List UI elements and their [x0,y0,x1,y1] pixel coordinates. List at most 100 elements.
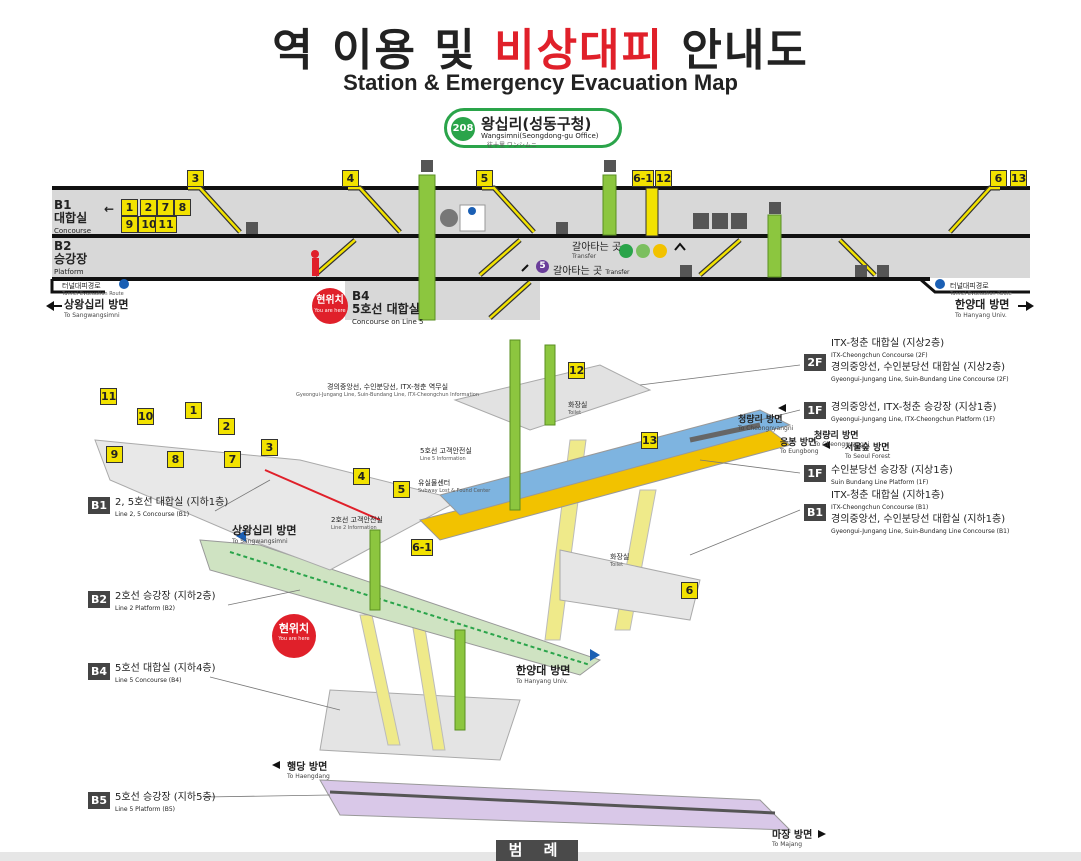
toilet-2f-en: Toilet [568,410,582,416]
elevator-shaft-2 [602,174,617,236]
transfer5-ko: 갈아타는 곳 [553,266,603,277]
iso-dir-sangwangsimni-ko: 상왕십리 방면 [232,524,297,537]
level-b2-name: 승강장 [54,252,88,266]
tag-b5-en: Line 5 Platform (B5) [115,806,176,813]
iso-exit-4: 4 [353,468,370,485]
b2-platform [199,539,602,676]
iso-exit-1: 1 [185,402,202,419]
arrow-to-hanyang [590,649,600,661]
tag-b5-text: 5호선 승강장 (지하5층)Line 5 Platform (B5) [115,792,216,816]
leader-b1-korail [689,509,801,556]
elevator-icon-1 [421,160,433,172]
iso-exit-9: 9 [106,446,123,463]
line-circle-sb [653,244,667,258]
korail-info-ko: 경의중앙선, 수인분당선, ITX-청춘 역무실 [327,383,449,391]
tag-b1-korail-ko2: 경의중앙선, 수인분당선 대합실 (지하1층) [831,514,1006,525]
tag-1f-suin-text: 수인분당선 승강장 (지상1층)Suin Bundang Line Platfo… [831,465,953,489]
escalator-icon-1 [246,222,258,234]
tag-b4-ko: 5호선 대합실 (지하4층) [115,663,216,674]
transfer5-en: Transfer [605,269,630,276]
iso-exit-7: 7 [224,451,241,468]
direction-right-en: To Hanyang Univ. [955,312,1007,319]
arrow-to-haengdang [272,761,280,769]
tag-b1-korail-code: B1 [804,504,827,521]
iso-exit-10: 10 [137,408,154,425]
section-exit-10: 10 [138,216,160,233]
leader-b2 [227,589,301,606]
transfer-ko: 갈아타는 곳 [572,242,622,253]
station-name-english: Wangsimni(Seongdong-gu Office) [481,132,599,140]
tag-b1-line25-code: B1 [88,497,111,514]
iso-dir-eungbong-en: To Eungbong [780,448,819,455]
iso-dir-seoulforest-ko: 서울숲 방면 [845,443,890,453]
iso-dir-seoulforest-en: To Seoul Forest [845,453,891,460]
here1-ko: 현위치 [316,295,344,306]
direction-left-ko: 상왕십리 방면 [64,298,129,311]
lost-found-ko: 유실물센터 [418,479,451,487]
stair-b1-b2-a-hl [314,239,356,276]
elevator-shaft-3 [767,214,782,278]
evacuation-run-icon-right [935,279,945,289]
line2-info-ko: 2호선 고객안전실 [331,516,383,524]
section-exit-5: 5 [476,170,493,187]
iso-dir-eungbong-ko: 응봉 방면 [780,438,817,448]
iso-elevator-3 [369,529,381,611]
line5-info-en: Line 5 Information [420,456,466,462]
tag-2f-ko2: 경의중앙선, 수인분당선 대합실 (지상2층) [831,362,1006,373]
page-subtitle: Station & Emergency Evacuation Map [343,70,738,95]
section-exit-6-1: 6-1 [632,170,654,187]
tag-b1-korail-ko: ITX-청춘 대합실 (지하1층) [831,490,945,501]
tag-b1-line25-en: Line 2, 5 Concourse (B1) [115,511,190,518]
iso-exit-5: 5 [393,481,410,498]
ladder-exit-6-1 [645,187,659,237]
line2-info-en: Line 2 Information [331,525,377,531]
tag-1f-itx-code: 1F [804,402,826,419]
leader-2f [639,364,801,386]
stair-b2-b4-hl [489,281,531,319]
iso-dir-cheongnyangni-2-ko: 청량리 방면 [814,431,859,441]
title-part2: 비상대피 [494,25,665,76]
b4-slab [319,689,521,761]
section-exit-7: 7 [157,199,174,216]
section-exit-1: 1 [121,199,138,216]
tag-b4-en: Line 5 Concourse (B4) [115,677,182,684]
transfer5-label: 갈아타는 곳 Transfer [553,262,630,277]
tunnel-left-ko: 터널대피경로 [62,282,101,290]
arrow-to-eungbong [822,441,830,449]
section-exit-4: 4 [342,170,359,187]
iso-exit-3: 3 [261,439,278,456]
tag-1f-itx-ko: 경의중앙선, ITX-청춘 승강장 (지상1층) [831,402,997,413]
transfer-up-arrow [674,242,686,251]
iso-dir-majang-en: To Majang [772,841,803,848]
iso-exit-8: 8 [167,451,184,468]
level-b4-en: Concourse on Line 5 [352,318,424,326]
info-booth [459,204,486,232]
line-circle-gj [636,244,650,258]
leader-1f-suin [699,459,801,474]
toilet-2f-ko: 화장실 [568,401,588,409]
here2-ko: 현위치 [278,622,310,635]
info-booth-icon [468,207,476,215]
level-b2-en: Platform [54,268,84,276]
line5-info-ko: 5호선 고객안전실 [420,447,472,455]
iso-elevator-4 [454,629,466,731]
iso-dir-majang-ko: 마장 방면 [772,830,813,841]
arrow-right-head [1026,301,1034,311]
